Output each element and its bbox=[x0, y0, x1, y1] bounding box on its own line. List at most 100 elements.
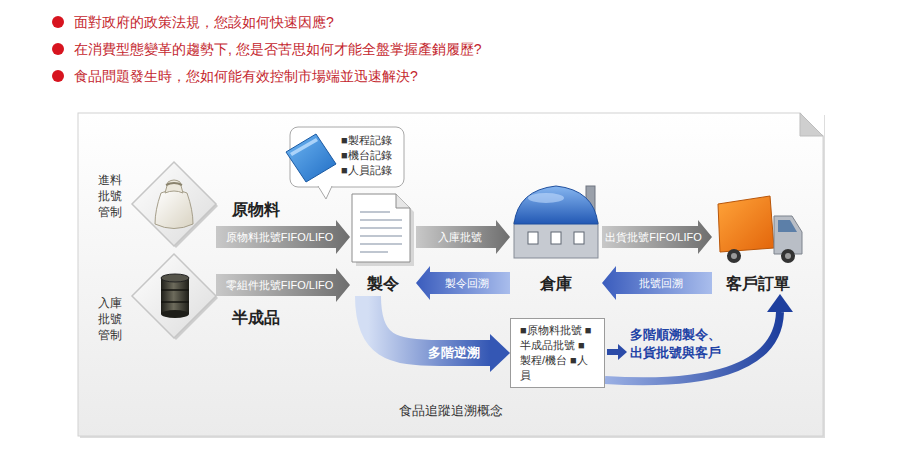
panel-frame-part bbox=[800, 112, 824, 136]
truck-icon-part bbox=[785, 253, 791, 259]
panel-frame-part bbox=[800, 113, 823, 136]
connector bbox=[605, 294, 793, 381]
truck-icon-part bbox=[718, 196, 774, 252]
semi-product-diamond-part bbox=[132, 254, 216, 338]
fat-arrow bbox=[216, 268, 350, 302]
red-bullet bbox=[52, 43, 64, 55]
question-line: 在消費型態變革的趨勢下, 您是否苦思如何才能全盤掌握產銷履歷? bbox=[50, 40, 482, 58]
record-callout: ■製程記錄 ■機台記錄 ■人員記錄 bbox=[341, 133, 401, 181]
red-bullet bbox=[52, 70, 64, 82]
truck-icon-part bbox=[781, 249, 795, 263]
edge-label: 零組件批號FIFO/LIFO bbox=[226, 278, 334, 292]
lot-control-label: 入庫 批號 管制 bbox=[96, 295, 124, 343]
connector bbox=[416, 266, 510, 300]
barrel-icon-part bbox=[161, 289, 189, 291]
barrel-icon-part bbox=[161, 274, 189, 282]
node-label: 倉庫 bbox=[510, 274, 602, 294]
callout-bubble-part bbox=[319, 186, 331, 188]
barrel-icon-part bbox=[161, 301, 189, 303]
fat-arrow bbox=[216, 220, 350, 254]
panel-frame bbox=[78, 112, 825, 438]
folder-icon-part bbox=[286, 134, 336, 182]
edge-label: 出貨批號FIFO/LIFO bbox=[605, 230, 702, 244]
question-line: 面對政府的政策法規，您該如何快速因應? bbox=[50, 13, 334, 31]
document-icon-part bbox=[360, 211, 390, 213]
edge-label: 入庫批號 bbox=[438, 230, 482, 244]
connector bbox=[416, 220, 510, 254]
document-icon-part bbox=[360, 251, 388, 253]
truck-icon-part bbox=[774, 216, 802, 254]
customer-order-node: 客戶訂單 bbox=[712, 188, 804, 294]
small-blue-arrow bbox=[607, 344, 627, 360]
warehouse-node: 倉庫 bbox=[510, 184, 602, 294]
fat-arrow bbox=[602, 266, 712, 300]
forward-trace-sweep bbox=[605, 312, 780, 381]
warehouse-icon-part bbox=[514, 222, 598, 258]
question-text: 在消費型態變革的趨勢下, 您是否苦思如何才能全盤掌握產銷履歷? bbox=[74, 41, 482, 57]
semi-product-diamond bbox=[132, 254, 218, 340]
document-icon-part bbox=[360, 227, 402, 229]
truck-icon-part bbox=[727, 249, 741, 263]
edge-label: 多階順溯製令、 出貨批號與客戶 bbox=[630, 326, 730, 362]
warehouse-icon-part bbox=[574, 232, 584, 244]
warehouse-icon-part bbox=[551, 232, 561, 244]
fat-arrow bbox=[416, 220, 510, 254]
sack-icon-part bbox=[165, 180, 183, 193]
reverse-trace-band bbox=[368, 296, 490, 353]
lot-control-label: 進料 批號 管制 bbox=[96, 172, 124, 220]
edge-label: 製令回溯 bbox=[445, 276, 489, 290]
document-icon-part bbox=[360, 235, 402, 237]
arrow-head bbox=[490, 334, 510, 372]
panel-frame-part bbox=[78, 113, 823, 436]
callout-bubble-part bbox=[318, 186, 332, 199]
document-icon-part bbox=[396, 194, 410, 208]
raw-material-diamond bbox=[132, 162, 218, 248]
barrel-icon-part bbox=[161, 278, 189, 314]
document-icon bbox=[352, 194, 414, 266]
edge-label: 多階逆溯 bbox=[428, 345, 480, 361]
sack-icon-part bbox=[166, 183, 182, 185]
truck-icon-part bbox=[731, 253, 737, 259]
node-heading: 原物料 bbox=[232, 200, 280, 220]
document-icon-part bbox=[352, 194, 410, 262]
truck-icon bbox=[718, 196, 802, 263]
arrow-head bbox=[767, 294, 793, 312]
connector bbox=[216, 220, 350, 254]
fat-arrow bbox=[602, 220, 712, 254]
connector bbox=[602, 220, 712, 254]
semi-product-node: 入庫 批號 管制半成品 bbox=[94, 248, 216, 348]
warehouse-icon-part bbox=[528, 232, 538, 244]
connector bbox=[602, 266, 712, 300]
barrel-icon bbox=[161, 274, 189, 318]
question-text: 面對政府的政策法規，您該如何快速因應? bbox=[74, 14, 334, 30]
small-blue-arrow-part bbox=[607, 344, 627, 360]
raw-material-node: 進料 批號 管制原物料 bbox=[94, 158, 216, 250]
caption: 食品追蹤追溯概念 bbox=[78, 402, 823, 420]
edge-label: 批號回溯 bbox=[639, 276, 683, 290]
node-label: 製令 bbox=[350, 274, 416, 294]
warehouse-icon-part bbox=[514, 186, 598, 224]
raw-material-diamond-part bbox=[132, 162, 216, 246]
work-order-node: 製令 bbox=[350, 192, 416, 296]
truck-icon-part bbox=[778, 220, 797, 232]
question-line: 食品問題發生時，您如何能有效控制市場端並迅速解決? bbox=[50, 67, 418, 85]
folder-icon-part bbox=[290, 138, 318, 156]
red-bullet bbox=[52, 16, 64, 28]
sack-icon-part bbox=[155, 190, 193, 229]
connector bbox=[216, 268, 350, 302]
node-label: 客戶訂單 bbox=[712, 274, 804, 294]
folder-icon bbox=[286, 134, 336, 182]
barrel-icon-part bbox=[161, 310, 189, 318]
node-heading: 半成品 bbox=[232, 308, 280, 328]
trace-item-box: ■原物料批號 ■半成品批號 ■製程/機台 ■人員 bbox=[510, 318, 605, 388]
warehouse-icon bbox=[514, 186, 598, 258]
warehouse-icon-part bbox=[528, 193, 564, 203]
record-list: ■製程記錄 ■機台記錄 ■人員記錄 bbox=[341, 133, 401, 178]
document-icon-part bbox=[360, 219, 402, 221]
fat-arrow bbox=[416, 266, 510, 300]
document-icon-part bbox=[360, 243, 402, 245]
edge-label: 原物料批號FIFO/LIFO bbox=[226, 230, 334, 244]
sack-icon bbox=[155, 180, 193, 229]
connector bbox=[368, 296, 510, 372]
